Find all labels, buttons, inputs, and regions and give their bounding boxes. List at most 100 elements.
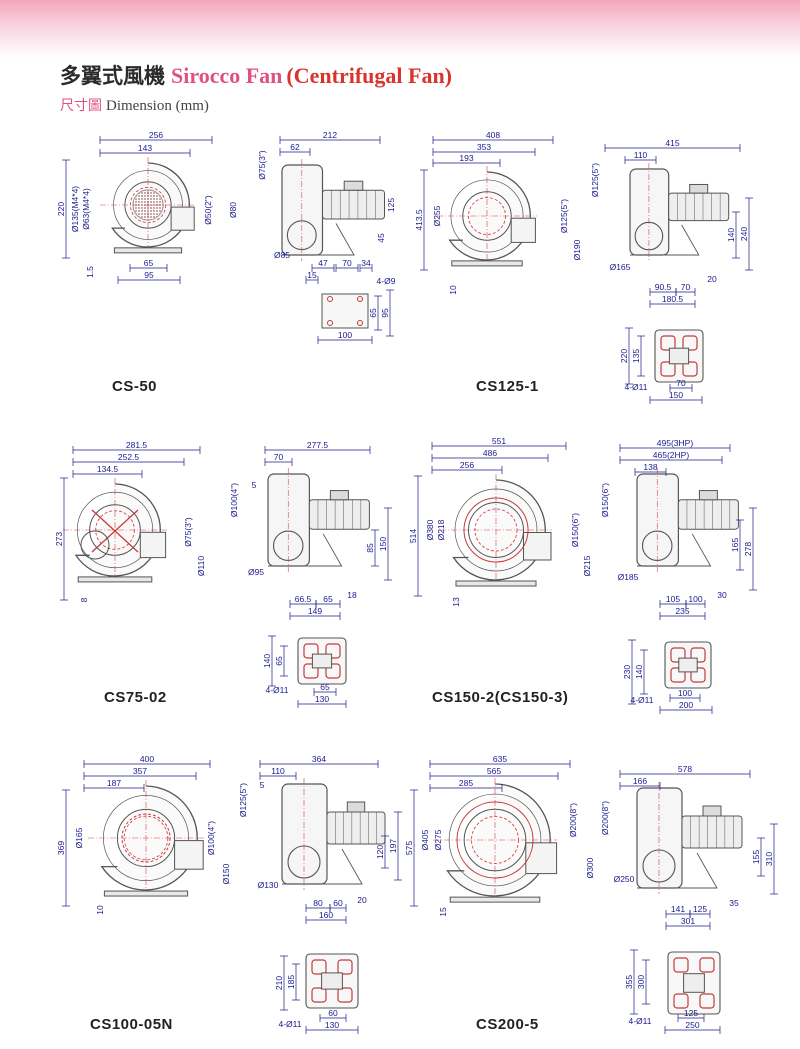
dimension-label: 220 bbox=[619, 349, 629, 363]
dimension-label: 400 bbox=[140, 754, 154, 764]
dimension-label: 252.5 bbox=[118, 452, 140, 462]
subtitle-english: Dimension (mm) bbox=[106, 98, 209, 114]
dimension-label: 150 bbox=[669, 390, 683, 400]
stand bbox=[637, 852, 718, 889]
model-label-cs50: CS-50 bbox=[112, 378, 158, 395]
mount-hole bbox=[699, 993, 715, 1009]
dimension-label: 150 bbox=[378, 537, 388, 551]
dimension-label: 47 bbox=[318, 258, 328, 268]
dimension-label: 34 bbox=[361, 258, 371, 268]
dimension-label: 62 bbox=[290, 142, 300, 152]
dimension-label: 212 bbox=[323, 130, 337, 140]
dimension-label: 8 bbox=[79, 597, 89, 602]
dimension-label: 140 bbox=[262, 654, 272, 668]
terminal-box bbox=[689, 183, 709, 194]
dimension-label: Ø190 bbox=[572, 239, 582, 260]
dimension-label: Ø80 bbox=[228, 202, 238, 218]
housing-side bbox=[636, 473, 680, 567]
dimension-label: Ø125(5") bbox=[238, 783, 248, 817]
inlet-ring bbox=[121, 813, 171, 863]
dimension-label: 80 bbox=[313, 898, 323, 908]
dimension-label: 285 bbox=[459, 778, 473, 788]
mount-hole bbox=[303, 643, 319, 659]
dimension-label: 413.5 bbox=[414, 209, 424, 231]
dimension-label: 565 bbox=[487, 766, 501, 776]
dimension-label: 100 bbox=[688, 594, 702, 604]
dimension-label: 357 bbox=[133, 766, 147, 776]
title-chinese: 多翼式風機 bbox=[60, 64, 165, 88]
mount-hole bbox=[357, 296, 363, 302]
dimension-label: 141 bbox=[671, 904, 685, 914]
base-center bbox=[683, 973, 705, 993]
dimension-label: 514 bbox=[408, 529, 418, 543]
base-center bbox=[311, 653, 333, 669]
dimension-label: 70 bbox=[681, 282, 691, 292]
outlet-duct bbox=[525, 842, 558, 875]
stand bbox=[268, 533, 343, 567]
dimension-label: 65 bbox=[368, 308, 378, 318]
base-center bbox=[678, 657, 698, 673]
mount-hole bbox=[670, 667, 686, 683]
dimension-label: 15 bbox=[307, 270, 317, 280]
dimension-label: 125 bbox=[386, 198, 396, 212]
dimension-label: Ø255 bbox=[432, 205, 442, 226]
mount-hole bbox=[337, 987, 353, 1003]
mount-hole bbox=[682, 361, 698, 377]
mount-hole bbox=[327, 320, 333, 326]
housing-side bbox=[629, 168, 670, 256]
outlet-duct bbox=[523, 532, 552, 561]
dimension-label: 149 bbox=[308, 606, 322, 616]
dimension-label: 65 bbox=[320, 682, 330, 692]
dimension-label: 95 bbox=[144, 270, 154, 280]
base-plate bbox=[449, 896, 541, 903]
outlet-duct bbox=[174, 840, 204, 870]
housing-side bbox=[281, 783, 328, 885]
dimension-label: Ø100(4") bbox=[206, 821, 216, 855]
stand bbox=[637, 533, 712, 567]
dimension-label: 353 bbox=[477, 142, 491, 152]
outlet-duct bbox=[510, 217, 536, 243]
dimension-label: 13 bbox=[451, 597, 461, 607]
dimension-label: 20 bbox=[357, 895, 367, 905]
dimension-label: 1.5 bbox=[85, 266, 95, 278]
mount-hole bbox=[303, 663, 319, 679]
dimension-label: 100 bbox=[678, 688, 692, 698]
dimension-label: Ø215 bbox=[582, 555, 592, 576]
dimension-label: 110 bbox=[271, 766, 285, 776]
dimension-label: 235 bbox=[675, 606, 689, 616]
dimension-label: Ø75(3") bbox=[183, 517, 193, 547]
mount-hole bbox=[690, 667, 706, 683]
dimension-label: 95 bbox=[380, 308, 390, 318]
dimension-label: 301 bbox=[681, 916, 695, 926]
outlet-duct bbox=[170, 206, 195, 231]
dimension-label: 105 bbox=[666, 594, 680, 604]
stand bbox=[630, 224, 700, 256]
dimension-label: Ø150(6") bbox=[570, 513, 580, 547]
dimension-label: 256 bbox=[460, 460, 474, 470]
stand bbox=[282, 223, 355, 256]
dimension-label: Ø125(5") bbox=[559, 199, 569, 233]
dimension-label: 160 bbox=[319, 910, 333, 920]
model-label-cs150: CS150-2(CS150-3) bbox=[432, 689, 569, 706]
dimension-label: 134.5 bbox=[97, 464, 119, 474]
dimension-label: Ø405 bbox=[420, 829, 430, 850]
base-plate-top bbox=[321, 293, 369, 329]
dimension-label: Ø130 bbox=[258, 880, 279, 890]
housing-side bbox=[267, 473, 311, 567]
mount-hole bbox=[357, 320, 363, 326]
dimension-label: 60 bbox=[333, 898, 343, 908]
dimension-label: 90.5 bbox=[655, 282, 672, 292]
dimension-label: 200 bbox=[679, 700, 693, 710]
mount-hole bbox=[670, 647, 686, 663]
dimension-label: 256 bbox=[149, 130, 163, 140]
model-label-cs200: CS200-5 bbox=[476, 1016, 539, 1033]
inlet-ring bbox=[80, 530, 110, 560]
dimension-label: 100 bbox=[338, 330, 352, 340]
terminal-box bbox=[702, 805, 722, 817]
dimension-label: Ø110 bbox=[196, 556, 206, 576]
dimension-label: 230 bbox=[622, 665, 632, 679]
dimension-label: 45 bbox=[376, 233, 386, 243]
dimension-label: Ø150 bbox=[221, 863, 231, 884]
dimension-label: 140 bbox=[634, 665, 644, 679]
fan-outline bbox=[468, 502, 524, 558]
